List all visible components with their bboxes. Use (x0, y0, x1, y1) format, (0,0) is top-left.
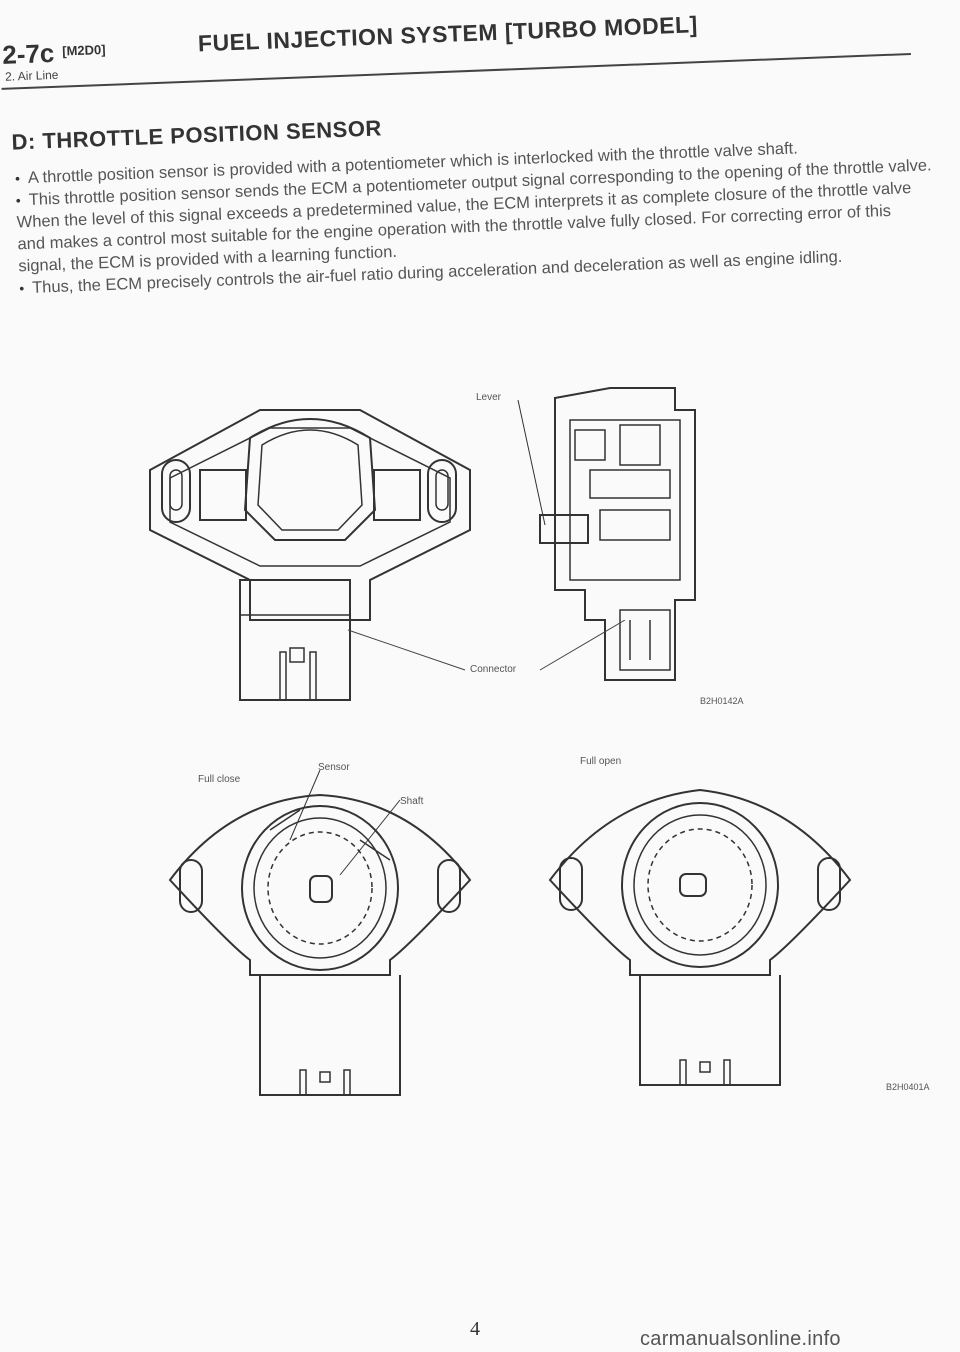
section-code: 2-7c[M2D0] (1, 37, 106, 70)
figure-code-2: B2H0401A (886, 1082, 930, 1092)
connector-leader-lines (347, 620, 626, 671)
text-block: 2-7c[M2D0] FUEL INJECTION SYSTEM [TURBO … (0, 0, 960, 420)
sensor-section-illustration (517, 387, 696, 681)
page-number: 4 (470, 1318, 480, 1340)
watermark-text[interactable]: carmanualsonline.info (640, 1328, 841, 1350)
label-lever: Lever (476, 392, 502, 403)
label-sensor: Sensor (318, 762, 350, 773)
header-rule (1, 52, 911, 90)
section-title: D: THROTTLE POSITION SENSOR (11, 115, 383, 155)
sensor-front-illustration (149, 409, 471, 701)
label-connector: Connector (470, 664, 517, 675)
figure-code-1: B2H0142A (700, 696, 744, 706)
page-title: FUEL INJECTION SYSTEM [TURBO MODEL] (197, 11, 699, 57)
body-text: A throttle position sensor is provided w… (15, 132, 939, 299)
model-code: [M2D0] (61, 41, 106, 59)
label-shaft: Shaft (400, 796, 424, 807)
subsection-label: 2. Air Line (4, 67, 59, 84)
label-full-open: Full open (580, 756, 622, 767)
label-full-close: Full close (198, 774, 241, 785)
sensor-full-open-illustration (548, 788, 852, 1086)
sensor-full-close-illustration (168, 770, 472, 1096)
